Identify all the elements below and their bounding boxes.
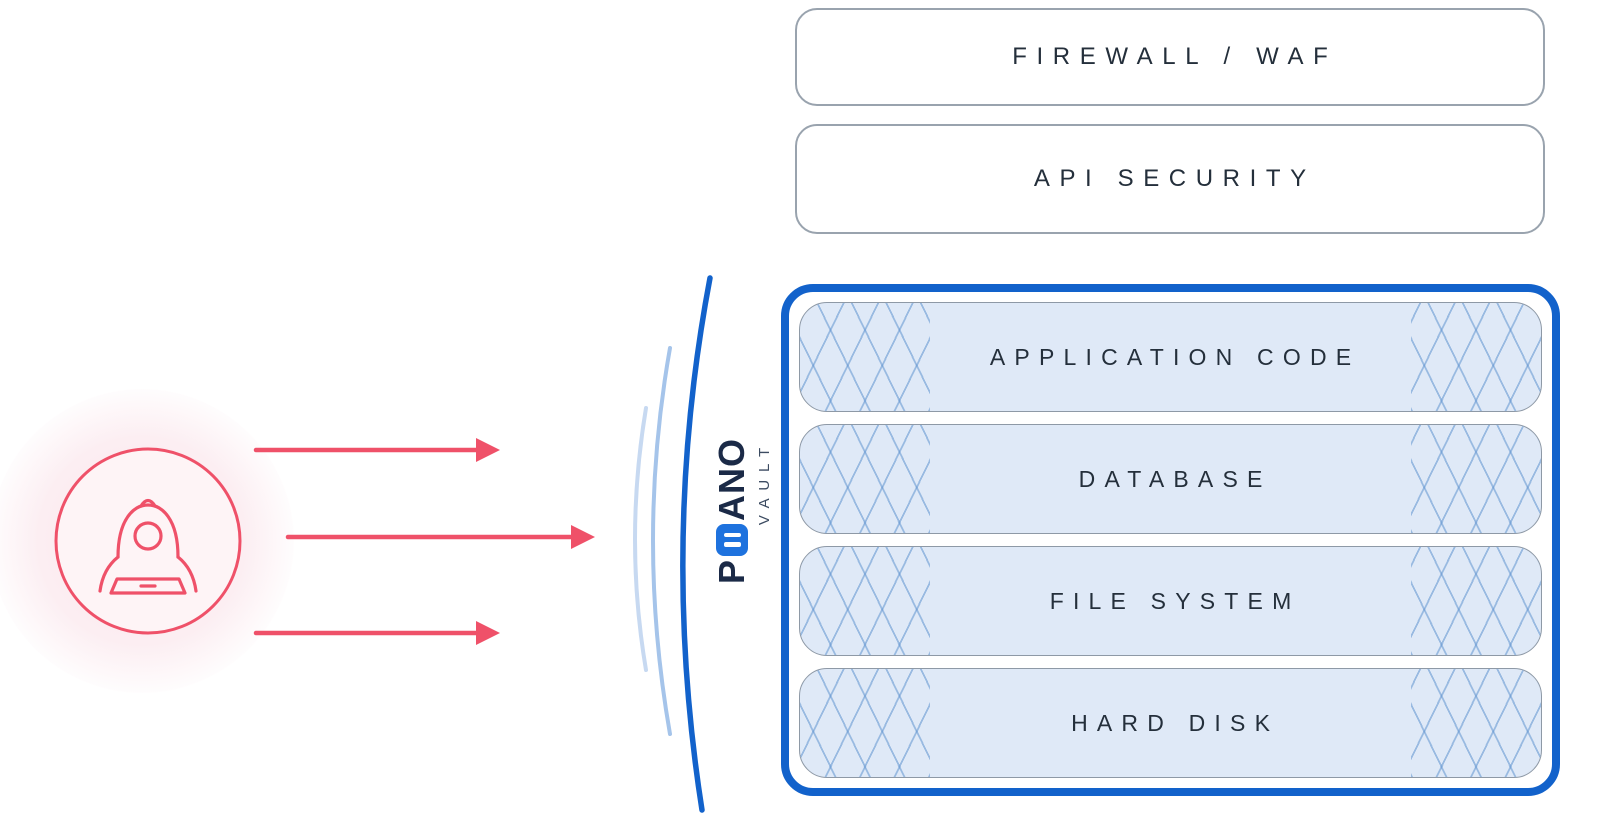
logo-vault-label: VAULT — [756, 440, 773, 526]
attacker-circle — [54, 447, 242, 635]
shield-arc-outer — [633, 406, 648, 672]
vault-layer-application-code: APPLICATION CODE — [799, 302, 1542, 412]
piiano-vault-logo: P ANO VAULT — [702, 438, 782, 658]
vault-layer-hard-disk: HARD DISK — [799, 668, 1542, 778]
attack-arrows — [253, 438, 595, 645]
firewall-waf-label: FIREWALL / WAF — [1012, 43, 1338, 70]
piiano-bars-icon — [716, 524, 748, 556]
piiano-logo-row: P ANO — [711, 438, 753, 584]
vault-container: APPLICATION CODE DATABASE FILE SYSTEM HA… — [781, 284, 1560, 796]
firewall-waf-box: FIREWALL / WAF — [795, 8, 1545, 106]
api-security-box: API SECURITY — [795, 124, 1545, 234]
vault-layer-file-system: FILE SYSTEM — [799, 546, 1542, 656]
logo-prefix: P — [711, 559, 752, 585]
vault-layer-label: HARD DISK — [1071, 709, 1280, 736]
vault-layer-label: APPLICATION CODE — [989, 343, 1361, 370]
shield-arc-main — [680, 275, 713, 813]
vault-layer-database: DATABASE — [799, 424, 1542, 534]
vault-layer-label: DATABASE — [1078, 465, 1272, 492]
hacker-icon — [98, 498, 198, 595]
shield-arcs-icon — [633, 275, 713, 813]
vault-layer-label: FILE SYSTEM — [1049, 587, 1301, 614]
shield-arc-middle — [651, 346, 672, 736]
logo-suffix: ANO — [711, 438, 752, 521]
api-security-label: API SECURITY — [1033, 165, 1316, 192]
